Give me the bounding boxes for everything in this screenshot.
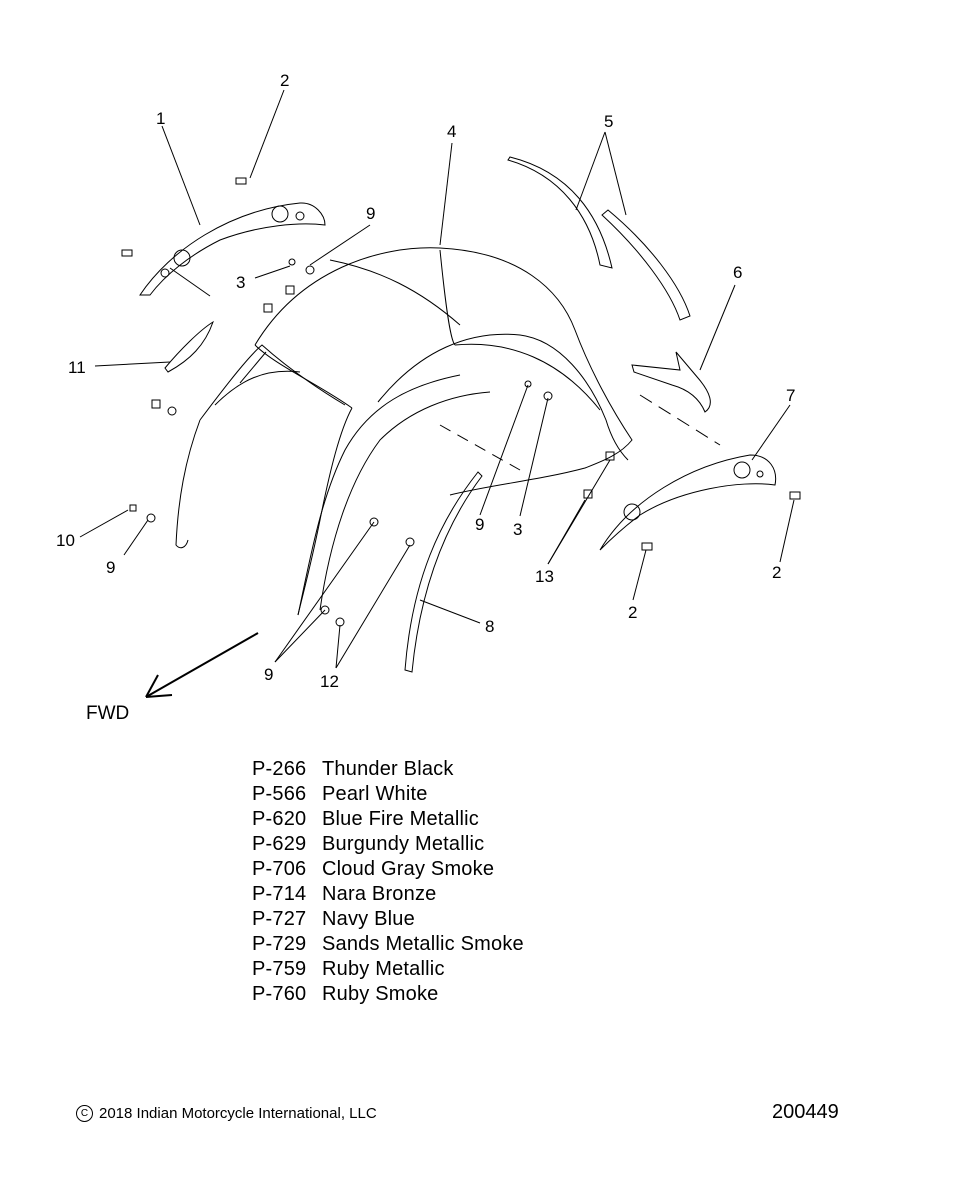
paint-name: Nara Bronze	[322, 883, 437, 905]
rear-fender	[175, 247, 633, 616]
emblem-6	[631, 351, 711, 413]
callout-labels: 1 2 2 2 3 3 4 5 6 7 8 9 9 9 9 10 11 12 1…	[56, 71, 795, 724]
callout-9: 9	[366, 204, 375, 223]
paint-name: Sands Metallic Smoke	[322, 933, 524, 955]
paint-code: P-760	[252, 983, 307, 1005]
callout-11: 11	[68, 358, 86, 377]
callout-9: 9	[264, 665, 273, 684]
paint-row: P-714 Nara Bronze	[252, 882, 524, 907]
trim-strip-5b	[601, 209, 691, 321]
paint-row: P-266 Thunder Black	[252, 757, 524, 782]
paint-name: Navy Blue	[322, 908, 415, 930]
callout-2: 2	[280, 71, 289, 90]
trim-strip-8	[404, 471, 483, 673]
copyright-notice: C 2018 Indian Motorcycle International, …	[76, 1105, 377, 1122]
callout-2: 2	[628, 603, 637, 622]
trim-strip-11	[164, 320, 214, 373]
callout-2: 2	[772, 563, 781, 582]
callout-10: 10	[56, 531, 75, 550]
copyright-text: 2018 Indian Motorcycle International, LL…	[99, 1105, 377, 1122]
paint-name: Blue Fire Metallic	[322, 808, 479, 830]
copyright-icon: C	[76, 1105, 93, 1122]
paint-name: Burgundy Metallic	[322, 833, 485, 855]
paint-row: P-620 Blue Fire Metallic	[252, 807, 524, 832]
paint-row: P-706 Cloud Gray Smoke	[252, 857, 524, 882]
paint-name: Ruby Metallic	[322, 958, 445, 980]
paint-code: P-714	[252, 883, 307, 905]
paint-name: Cloud Gray Smoke	[322, 858, 495, 880]
fender-rail-left	[139, 202, 326, 296]
paint-code: P-620	[252, 808, 307, 830]
callout-3: 3	[513, 520, 522, 539]
paint-name: Ruby Smoke	[322, 983, 439, 1005]
callout-5: 5	[604, 112, 613, 131]
paint-code-list: P-266 Thunder Black P-566 Pearl White P-…	[252, 757, 524, 1007]
paint-row: P-760 Ruby Smoke	[252, 982, 524, 1007]
callout-7: 7	[786, 386, 795, 405]
leader-lines	[79, 89, 795, 669]
callout-9: 9	[106, 558, 115, 577]
callout-1: 1	[156, 109, 165, 128]
forward-arrow-icon	[145, 632, 259, 698]
callout-8: 8	[485, 617, 494, 636]
paint-code: P-759	[252, 958, 307, 980]
callout-13: 13	[535, 567, 554, 586]
paint-code: P-266	[252, 758, 307, 780]
callout-12: 12	[320, 672, 339, 691]
paint-code: P-727	[252, 908, 307, 930]
paint-code: P-706	[252, 858, 307, 880]
callout-9: 9	[475, 515, 484, 534]
fasteners	[121, 177, 801, 627]
trim-strip-5a	[507, 156, 613, 269]
exploded-parts-diagram: 1 2 2 2 3 3 4 5 6 7 8 9 9 9 9 10 11 12 1…	[56, 71, 801, 724]
paint-code: P-729	[252, 933, 307, 955]
paint-name: Thunder Black	[322, 758, 454, 780]
paint-code: P-629	[252, 833, 307, 855]
paint-row: P-729 Sands Metallic Smoke	[252, 932, 524, 957]
callout-4: 4	[447, 122, 456, 141]
callout-3: 3	[236, 273, 245, 292]
fender-rail-right	[599, 454, 777, 551]
paint-row: P-629 Burgundy Metallic	[252, 832, 524, 857]
paint-row: P-566 Pearl White	[252, 782, 524, 807]
paint-row: P-759 Ruby Metallic	[252, 957, 524, 982]
paint-name: Pearl White	[322, 783, 428, 805]
drawing-number: 200449	[772, 1101, 839, 1123]
callout-6: 6	[733, 263, 742, 282]
paint-code: P-566	[252, 783, 307, 805]
paint-row: P-727 Navy Blue	[252, 907, 524, 932]
fwd-label: FWD	[86, 703, 129, 724]
